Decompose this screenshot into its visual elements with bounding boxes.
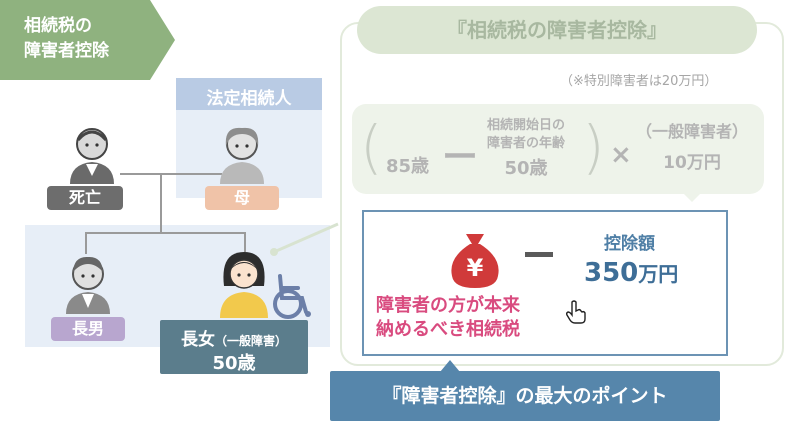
daughter-line: [244, 232, 246, 252]
formula-times: ×: [610, 140, 632, 170]
wheelchair-icon: [273, 274, 311, 319]
daughter-age: 50歳: [212, 353, 256, 374]
daughter-name-line: 長女（一般障害）: [160, 325, 308, 350]
daughter-note: （一般障害）: [214, 334, 287, 348]
section-tag-line2: 障害者控除: [24, 41, 109, 61]
disability-type: （一般障害者）: [635, 122, 748, 141]
age-value: 50歳: [504, 158, 548, 179]
heirs-title: 法定相続人: [206, 89, 292, 109]
deduction-value: 350: [584, 258, 639, 288]
callout-pointer: [270, 222, 339, 256]
children-line: [85, 232, 245, 234]
son-line: [85, 232, 87, 254]
daughter-info-box: 長女（一般障害） 50歳: [160, 320, 308, 374]
original-tax-text: 障害者の方が本来 納めるべき相続税: [376, 294, 520, 342]
descendant-line: [160, 173, 162, 233]
age-limit: 85歳: [386, 156, 430, 177]
deduction-amount: 350万円: [584, 258, 678, 288]
spouse-line: [120, 173, 222, 175]
money-bag-icon: ¥: [451, 234, 499, 288]
deduction-label: 控除額: [604, 234, 655, 254]
age-at-start-line1: 相続開始日の: [486, 118, 565, 133]
close-paren: ): [582, 113, 605, 181]
cta-tail: [440, 360, 460, 372]
tax-line1: 障害者の方が本来: [376, 295, 520, 316]
son-person-icon: [66, 256, 110, 314]
mother-person-icon: [220, 127, 264, 184]
panel-title: 『相続税の障害者控除』: [357, 6, 757, 54]
section-tag-line1: 相続税の: [24, 16, 92, 36]
result-box: [362, 210, 728, 356]
result-minus: [525, 252, 553, 257]
open-paren: (: [360, 113, 383, 181]
age-at-start-line2: 障害者の年齢: [486, 136, 565, 151]
formula-minus: ー: [442, 137, 479, 178]
son-label: 長男: [51, 317, 125, 341]
hand-cursor-icon: [566, 300, 586, 324]
key-point-banner: 『障害者控除』の最大のポイント: [330, 371, 720, 421]
formula-bubble-tail: [680, 190, 704, 202]
special-note: （※特別障害者は20万円）: [560, 74, 718, 89]
mother-label: 母: [205, 186, 279, 210]
formula-bubble: [352, 104, 764, 194]
daughter-name: 長女: [180, 330, 215, 350]
section-tag: 相続税の 障害者控除: [0, 0, 175, 80]
heirs-title-bar: [176, 78, 322, 110]
deceased-person-icon: [70, 128, 114, 184]
svg-text:¥: ¥: [467, 254, 484, 282]
daughter-person-icon: [220, 252, 268, 318]
deduction-unit: 万円: [638, 262, 679, 286]
amount-per-year: 10万円: [663, 153, 721, 173]
tax-line2: 納めるべき相続税: [376, 319, 520, 340]
deceased-label: 死亡: [47, 186, 123, 210]
